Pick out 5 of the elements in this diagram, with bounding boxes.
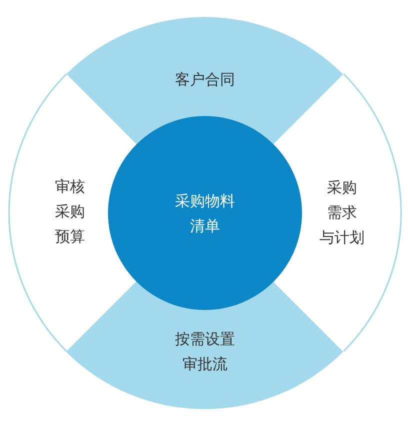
segment-label: 审核采购预算 <box>55 176 85 248</box>
segment-label: 客户合同 <box>174 70 235 90</box>
circle-label: 采购物料清单 <box>175 191 235 237</box>
segment-label: 采购需求与计划 <box>319 177 364 248</box>
segment-label: 按需设置审批流 <box>174 328 235 375</box>
